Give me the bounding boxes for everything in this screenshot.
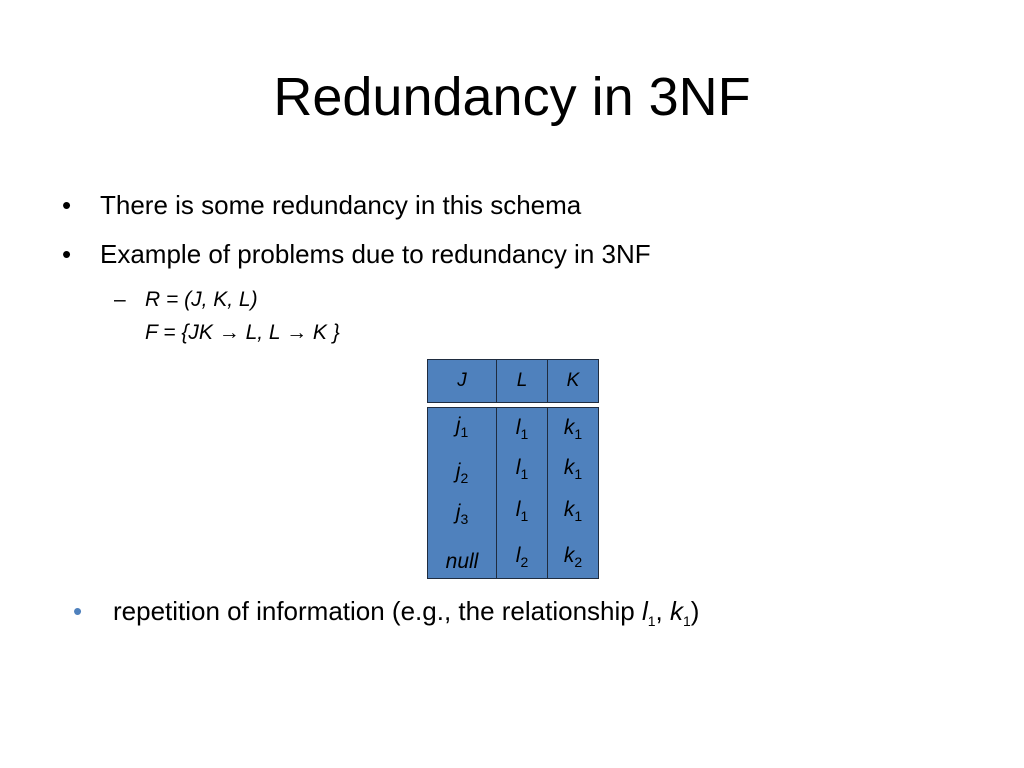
dash-icon: – [114,288,126,311]
schema-definition: – R = (J, K, L) [114,285,258,315]
fd-mid: L, L [239,321,287,344]
header-label: J [457,370,467,391]
cell-k1: k1 [563,498,583,525]
bullet-dot-icon: • [62,190,72,220]
bullet-dot-icon: • [73,596,83,626]
column-k: k1 k1 k1 k2 [547,407,599,579]
repetition-suffix: ) [690,596,700,626]
cell-l2: l2 [515,544,529,571]
cell-k2: k2 [563,544,583,571]
header-cell-k: K [547,359,599,403]
cell-k1: k1 [563,416,583,443]
bullet-text: There is some redundancy in this schema [100,190,582,220]
functional-dependencies: F = {JK → L, L → K } [145,318,340,348]
relation-l: l [641,596,648,626]
arrow-right-icon: → [286,321,308,344]
relation-sep: , [655,596,670,626]
repetition-text: repetition of information (e.g., the rel… [113,596,642,626]
slide-title: Redundancy in 3NF [273,67,751,127]
header-cell-j: J [427,359,497,403]
header-cell-l: L [496,359,548,403]
cell-null: null [445,550,479,573]
column-l: l1 l1 l1 l2 [496,407,548,579]
cell-k1: k1 [563,456,583,483]
repetition-bullet: • repetition of information (e.g., the r… [73,594,700,638]
schema-relation: R = (J, K, L) [145,288,258,311]
relation-k-sub: 1 [683,613,691,630]
arrow-right-icon: → [218,321,240,344]
cell-l1: l1 [515,498,529,525]
cell-j3: j3 [455,501,469,528]
relation-k: k [670,596,683,626]
fd-prefix: F = {JK [145,321,219,344]
column-j: j1 j2 j3 null [427,407,497,579]
cell-l1: l1 [515,456,529,483]
bullet-redundancy: • There is some redundancy in this schem… [62,188,582,222]
header-label: K [566,370,580,391]
bullet-dot-icon: • [62,239,72,269]
cell-j2: j2 [455,460,469,487]
header-label: L [516,370,528,391]
relation-l-sub: 1 [647,613,656,630]
cell-l1: l1 [515,416,529,443]
bullet-text: Example of problems due to redundancy in… [100,239,651,269]
cell-j1: j1 [455,414,469,441]
bullet-example: • Example of problems due to redundancy … [62,237,651,271]
fd-suffix: K } [307,321,340,344]
